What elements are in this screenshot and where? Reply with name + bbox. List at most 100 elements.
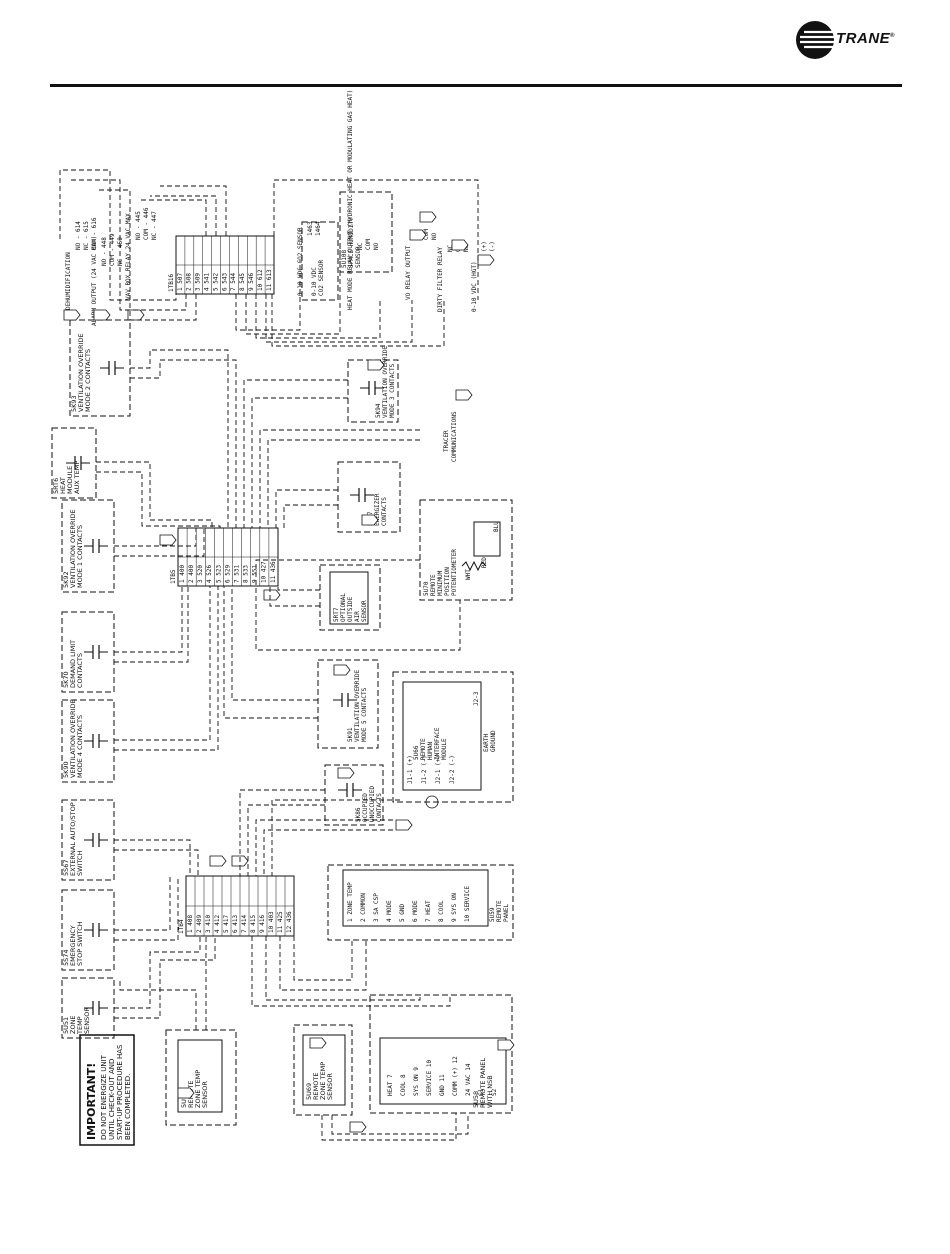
- device-box-5k86: [324, 764, 384, 826]
- terminal-TB5: 2 400: [188, 565, 195, 583]
- device-label-5u57: SENSOR: [201, 1081, 209, 1108]
- wire-route: [114, 528, 205, 557]
- device-label-5rt7: OUTSIDE: [347, 596, 354, 622]
- device-box-5k87: [337, 461, 401, 533]
- wire-route: [265, 294, 413, 343]
- remote-panel-5u59-terminal: 10 SERVICE: [464, 885, 471, 922]
- pot-5u70: [473, 521, 501, 557]
- note-tag-icon: [209, 855, 227, 867]
- terminal-TB5: 1 400: [179, 565, 186, 583]
- device-label-5u108: SENSOR: [355, 246, 362, 268]
- tag-outline: [361, 514, 379, 526]
- wire-route: [255, 819, 393, 876]
- terminal-TB16: 1 507: [177, 273, 184, 291]
- wire-route: [150, 195, 217, 236]
- wire-route: [255, 559, 461, 651]
- remote-panel-5u58-terminal: COMM (+) 12: [452, 1056, 459, 1096]
- terminal-TB4: 8 415: [250, 915, 257, 933]
- wire-route: [243, 379, 348, 528]
- tag-outline: [337, 767, 355, 779]
- remote-panel-5u59-terminal: 2 COMMON: [360, 893, 367, 922]
- terminal-TB5: 6 529: [224, 565, 231, 583]
- device-label-5k94: 5K94: [375, 403, 382, 418]
- wire-route: [114, 586, 219, 751]
- tag-outline: [349, 1121, 367, 1133]
- note-tag-icon: [337, 767, 355, 779]
- output-contact: COM - 449: [109, 233, 116, 266]
- tag-outline: [209, 855, 227, 867]
- device-label-5u51: ZONE: [69, 1015, 77, 1034]
- wire-route: [114, 528, 197, 547]
- contact-icon-5u51: [84, 1001, 108, 1015]
- remote-panel-5u58-terminal: HEAT 7: [387, 1074, 394, 1096]
- output-contact: COM: [365, 239, 372, 250]
- device-label-5s74: STOP SWITCH: [76, 921, 84, 966]
- device-label-5k87: ENERGIZER: [374, 493, 381, 526]
- terminal-TB5: 3 520: [197, 565, 204, 583]
- note-tag-icon: [367, 359, 385, 371]
- wire-color-label: WHT: [465, 569, 472, 580]
- device-label-5k91: MODE 5 CONTACTS: [361, 687, 368, 742]
- device-label-5u69: SENSOR: [326, 1073, 334, 1100]
- remote-panel-5u59-terminal: 8 COOL: [438, 900, 445, 922]
- device-box-5rt6: [51, 427, 97, 499]
- wire-route: [235, 260, 301, 331]
- wire-route: [114, 936, 216, 1019]
- him-terminal: J2-1 (+): [435, 755, 442, 784]
- terminal-TB5: 10 427: [261, 561, 268, 583]
- device-label-5k90: MODE 4 CONTACTS: [76, 715, 84, 778]
- contact-icon-5k70: [84, 645, 108, 659]
- output-label: DEHUMIDIFICATION: [65, 252, 72, 310]
- tag-outline: [477, 254, 495, 266]
- terminal-TB4: 10 403: [268, 911, 275, 933]
- tag-outline: [367, 359, 385, 371]
- terminal-TB4: 4 412: [214, 915, 221, 933]
- device-label-5u59: PANEL: [503, 904, 510, 922]
- device-label-5u70: POSITION: [444, 567, 451, 596]
- device-label-5rt6: AUX TEMP: [73, 461, 81, 494]
- output-label: DIRTY FILTER RELAY: [437, 247, 444, 312]
- device-box-5u70: [419, 499, 513, 601]
- wire-route: [70, 179, 187, 311]
- output-contact: 1463: [307, 221, 314, 236]
- output-contact: NO - 445: [135, 211, 142, 240]
- wire-route: [271, 294, 445, 347]
- him-terminal: J1-1 (+): [407, 755, 414, 784]
- important-title: IMPORTANT!: [85, 1063, 98, 1140]
- device-label-5k93: 5K93: [70, 395, 78, 412]
- terminal-TB5: 8 533: [243, 565, 250, 583]
- wire-color-label: RED: [481, 557, 488, 568]
- terminal-TB16: 5 542: [212, 273, 219, 291]
- device-label-5u57: 5U57: [180, 1091, 188, 1108]
- output-label: 0-10 VDC (HGT): [471, 261, 478, 312]
- remote-panel-5u59-terminal: 1 ZONE TEMP: [347, 882, 354, 922]
- contact-icon-5k93: [100, 361, 124, 375]
- brand-wordmark: TRANE: [836, 30, 891, 47]
- device-label-5k93: VENTILATION OVERRIDE: [77, 333, 85, 412]
- output-contact: COM - 446: [143, 207, 150, 240]
- panel-5u58: [379, 1037, 507, 1105]
- wire-route: [59, 169, 177, 301]
- device-label-5s67: 5S67: [62, 859, 70, 876]
- device-label-5rt7: 5RT7: [333, 607, 340, 622]
- device-box-5u66: [392, 671, 514, 803]
- important-notice-box: [79, 1034, 135, 1146]
- note-tag-icon: [333, 664, 351, 676]
- important-line: DO NOT ENERGIZE UNIT: [100, 1054, 108, 1140]
- terminal-TB16: 7 544: [230, 273, 237, 291]
- wire-route: [114, 586, 189, 663]
- terminal-TB4: 7 414: [241, 915, 248, 933]
- device-label-5rt7: SENSOR: [361, 600, 368, 622]
- sensor-5u69: [302, 1034, 346, 1106]
- panel-5u59: [342, 869, 489, 927]
- wire-route: [251, 936, 451, 1007]
- note-tag-icon: [419, 211, 437, 223]
- tag-outline: [333, 664, 351, 676]
- brand-registered-mark: ®: [890, 33, 896, 39]
- wire-route: [114, 876, 171, 931]
- device-label-5u66: 5U66: [413, 745, 420, 760]
- device-label-5k86: CONTACTS: [376, 793, 383, 822]
- device-label-5u108: 5U108: [341, 250, 348, 268]
- output-contact: NC - 615: [83, 221, 90, 250]
